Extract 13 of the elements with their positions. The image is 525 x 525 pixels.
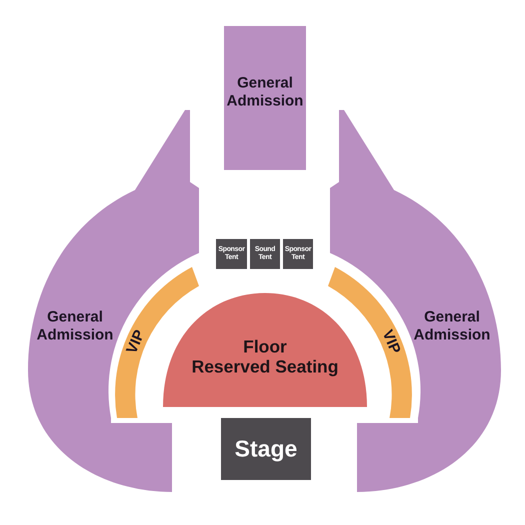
section-label: General Admission	[414, 308, 490, 344]
section-label: VIP	[123, 327, 149, 357]
seating-area	[163, 293, 367, 407]
seating-area	[224, 26, 306, 170]
tent-area	[250, 239, 280, 269]
section-label: General Admission	[36, 308, 114, 344]
stage-area	[221, 418, 311, 480]
section-label: Floor Reserved Seating	[192, 336, 338, 378]
section-label: VIP	[378, 327, 404, 357]
stage-label: Stage	[234, 436, 298, 462]
tent-area	[283, 239, 313, 269]
section-label: General Admission	[226, 74, 304, 110]
tent-area	[216, 239, 247, 269]
